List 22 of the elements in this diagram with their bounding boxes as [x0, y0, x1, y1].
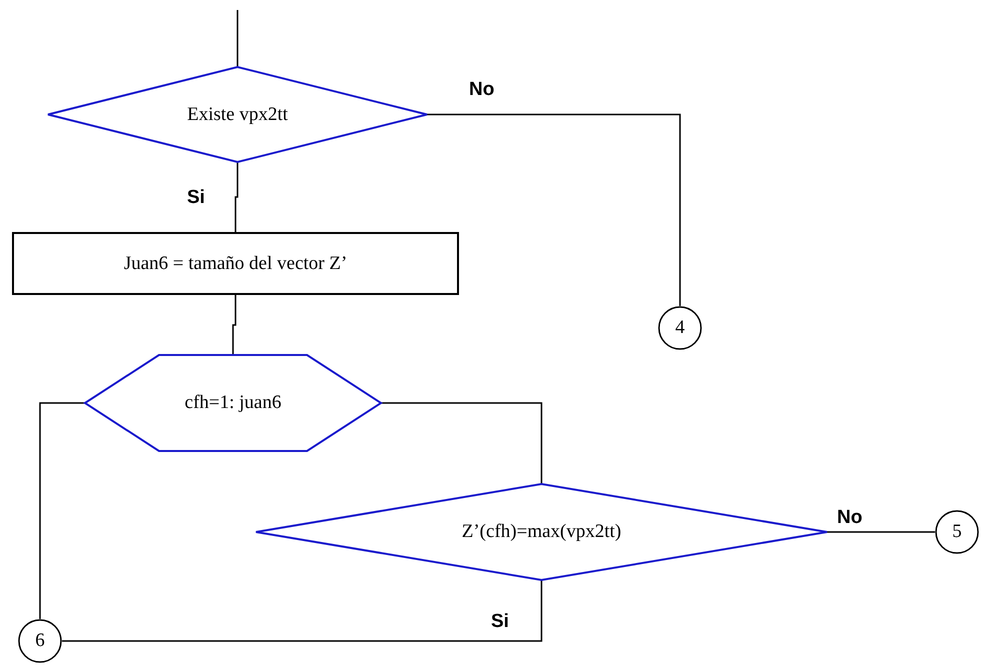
node-text: Juan6 = tamaño del vector Z’	[124, 252, 348, 274]
connector-circle	[935, 510, 979, 554]
decision-diamond	[48, 67, 427, 162]
process-box	[12, 232, 459, 295]
node-text: 4	[675, 317, 685, 339]
connector-circle	[18, 619, 62, 663]
node-text: Z’(cfh)=max(vpx2tt)	[462, 521, 622, 543]
connector-line	[827, 531, 935, 533]
connector-line	[381, 402, 542, 484]
connector-circle	[658, 306, 702, 350]
connector-line	[62, 580, 542, 642]
node-text: cfh=1: juan6	[184, 392, 282, 414]
connector-line	[427, 114, 681, 306]
connector-line	[234, 162, 238, 232]
connector-line	[39, 402, 85, 619]
connector-line	[232, 295, 236, 355]
node-text: Existe vpx2tt	[187, 104, 288, 126]
decision-diamond	[256, 484, 827, 580]
node-text: 6	[35, 630, 45, 652]
loop-hexagon	[85, 355, 381, 451]
connector-line	[236, 10, 238, 67]
node-text: 5	[952, 521, 962, 543]
